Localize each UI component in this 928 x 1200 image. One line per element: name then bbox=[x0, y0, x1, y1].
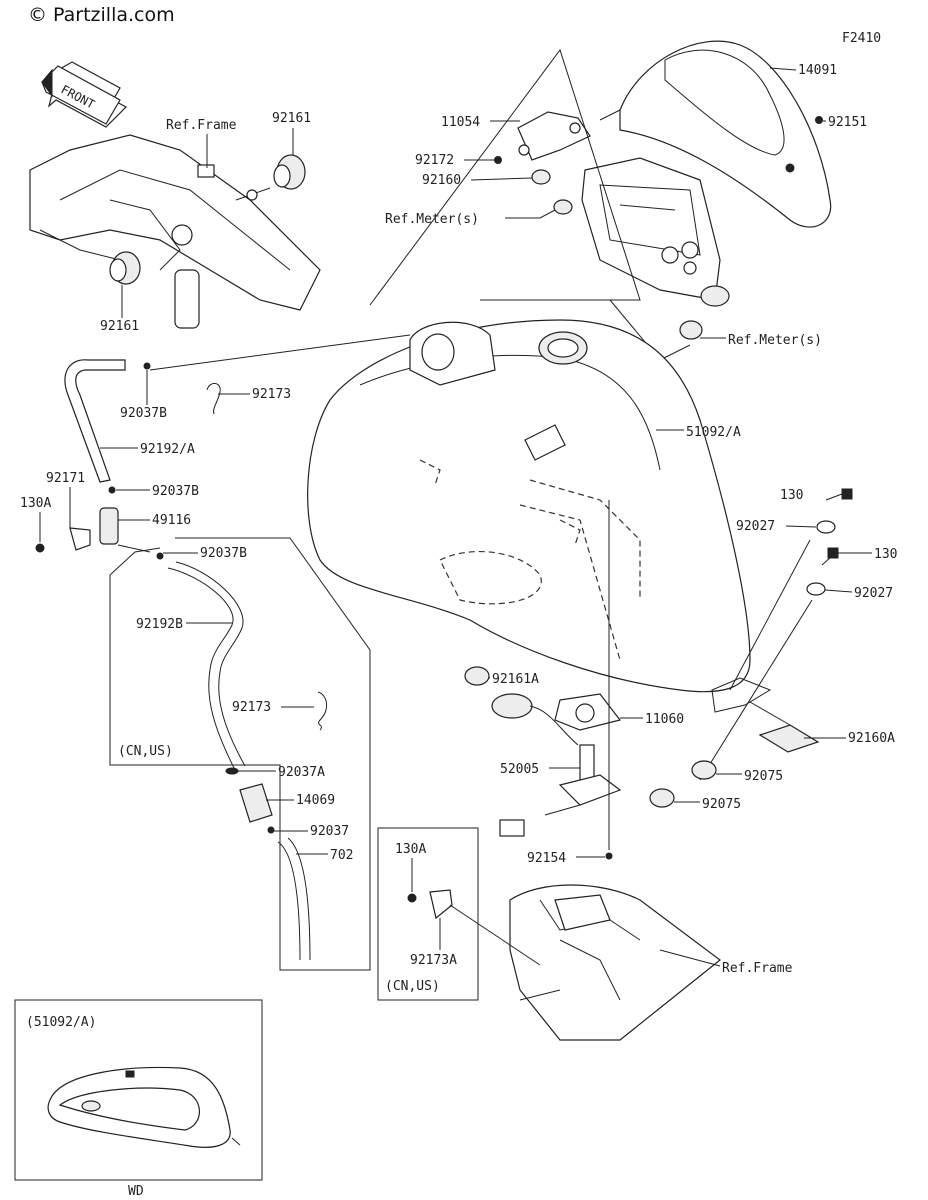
bolt-130-mid bbox=[821, 547, 839, 566]
breather-hose-92192A bbox=[64, 359, 151, 483]
part-label-52005: 52005 bbox=[500, 762, 539, 777]
clip-92037B-2 bbox=[108, 486, 116, 494]
screw-92154 bbox=[605, 852, 613, 860]
ref-meter-top: Ref.Meter(s) bbox=[385, 212, 479, 227]
figure-code: F2410 bbox=[842, 31, 881, 46]
part-label-92160A: 92160A bbox=[848, 731, 895, 746]
fuel-pump-52005 bbox=[491, 693, 622, 837]
watermark: © Partzilla.com bbox=[28, 4, 175, 26]
part-label-92173-mid: 92173 bbox=[232, 700, 271, 715]
note-cn-us-left: (CN,US) bbox=[118, 744, 173, 759]
part-label-11060: 11060 bbox=[645, 712, 684, 727]
part-label-92075-bottom: 92075 bbox=[702, 797, 741, 812]
part-label-92160: 92160 bbox=[422, 173, 461, 188]
fuel-tank bbox=[307, 319, 772, 713]
grommet-92160 bbox=[531, 169, 573, 215]
clip-92173-top bbox=[206, 383, 221, 415]
part-label-92161-bottom: 92161 bbox=[100, 319, 139, 334]
part-label-92037B-3: 92037B bbox=[200, 546, 247, 561]
part-label-92154: 92154 bbox=[527, 851, 566, 866]
part-label-92173-top: 92173 bbox=[252, 387, 291, 402]
part-label-130A-left: 130A bbox=[20, 496, 51, 511]
part-label-14069: 14069 bbox=[296, 793, 335, 808]
part-label-702: 702 bbox=[330, 848, 353, 863]
washer-92027-top bbox=[816, 520, 836, 534]
part-label-92161A: 92161A bbox=[492, 672, 539, 687]
part-label-130A-box: 130A bbox=[395, 842, 426, 857]
part-label-92027-mid: 92027 bbox=[854, 586, 893, 601]
part-label-92027-top: 92027 bbox=[736, 519, 775, 534]
screw-92172 bbox=[494, 156, 502, 164]
part-label-92037B-1: 92037B bbox=[120, 406, 167, 421]
damper-92075-bottom bbox=[649, 788, 675, 808]
leader-meter-group bbox=[369, 48, 641, 306]
part-label-92037A: 92037A bbox=[278, 765, 325, 780]
grommet-92161-top bbox=[235, 154, 306, 201]
ref-frame-top: Ref.Frame bbox=[166, 118, 237, 133]
screw-92151 bbox=[815, 116, 823, 124]
part-label-130-mid: 130 bbox=[874, 547, 897, 562]
variant-box bbox=[14, 999, 263, 1181]
note-cn-us-box: (CN,US) bbox=[385, 979, 440, 994]
part-label-14091: 14091 bbox=[798, 63, 837, 78]
part-label-92172: 92172 bbox=[415, 153, 454, 168]
part-label-92037B-2: 92037B bbox=[152, 484, 199, 499]
hose-92192B bbox=[156, 552, 246, 771]
cn-us-panel-outline bbox=[109, 537, 371, 971]
variant-tank bbox=[47, 1066, 241, 1148]
filter-14069 bbox=[225, 767, 275, 834]
cn-us-box bbox=[377, 827, 479, 1001]
grommet-92161A bbox=[464, 666, 490, 686]
part-label-92037: 92037 bbox=[310, 824, 349, 839]
washer-92027-mid bbox=[806, 582, 826, 596]
part-label-49116: 49116 bbox=[152, 513, 191, 528]
valve-49116 bbox=[99, 507, 151, 553]
meter-bracket bbox=[517, 111, 591, 161]
frame-head-section bbox=[29, 134, 321, 329]
grommet-ref-meter-right bbox=[679, 320, 703, 340]
part-label-92192B: 92192B bbox=[136, 617, 183, 632]
part-label-92173A: 92173A bbox=[410, 953, 457, 968]
ref-meter-right: Ref.Meter(s) bbox=[728, 333, 822, 348]
clip-92173-mid bbox=[317, 691, 327, 731]
frame-rear-section bbox=[509, 884, 721, 1041]
ref-frame-bottom: Ref.Frame bbox=[722, 961, 793, 976]
part-label-92192A: 92192/A bbox=[140, 442, 195, 457]
part-label-92075-top: 92075 bbox=[744, 769, 783, 784]
clip-92173A bbox=[407, 889, 541, 966]
part-label-11054: 11054 bbox=[441, 115, 480, 130]
part-label-92171: 92171 bbox=[46, 471, 85, 486]
variant-title: (51092/A) bbox=[26, 1015, 96, 1030]
pad-92160A bbox=[749, 701, 820, 753]
part-label-92151: 92151 bbox=[828, 115, 867, 130]
part-label-51092A: 51092/A bbox=[686, 425, 741, 440]
bracket-92171 bbox=[35, 527, 91, 553]
part-label-130-top: 130 bbox=[780, 488, 803, 503]
bolt-130-top bbox=[825, 488, 853, 501]
damper-92075-top bbox=[691, 760, 717, 780]
part-label-92161-top: 92161 bbox=[272, 111, 311, 126]
grommet-92161-bottom bbox=[109, 251, 141, 285]
speedometer bbox=[581, 157, 730, 307]
hose-702 bbox=[277, 837, 311, 961]
front-arrow-icon: FRONT bbox=[41, 61, 127, 128]
variant-caption: WD bbox=[128, 1184, 144, 1199]
meter-cover bbox=[599, 40, 832, 228]
